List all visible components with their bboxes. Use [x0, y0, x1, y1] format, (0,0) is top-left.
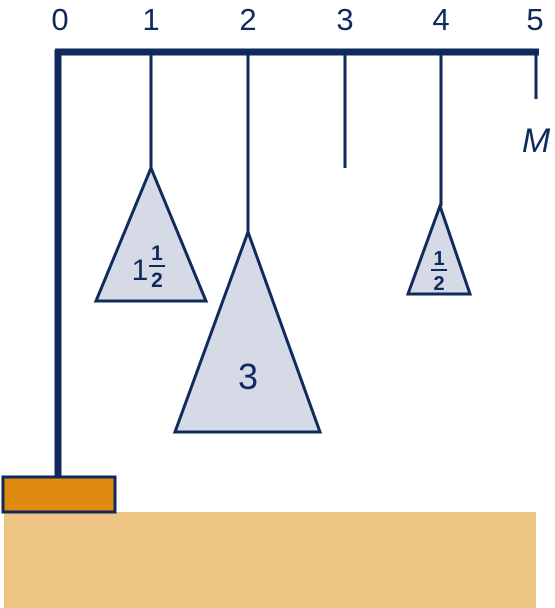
weight-at-2: 3	[172, 227, 323, 434]
label-m: M	[522, 122, 551, 160]
scale-number-0: 0	[51, 2, 68, 37]
scale-number-1: 1	[142, 2, 159, 37]
scale-number-4: 4	[432, 2, 449, 37]
weight-at-1: 1 1 2	[93, 164, 209, 303]
weight-at-4: 1 2	[405, 201, 473, 296]
weight-4-numerator: 1	[433, 248, 444, 270]
scale-number-5: 5	[526, 2, 543, 37]
weight-1-whole: 1	[132, 254, 149, 287]
weight-4-denominator: 2	[433, 273, 444, 295]
table-surface	[4, 512, 536, 608]
weight-2-value: 3	[238, 356, 258, 397]
weight-triangle-2	[172, 227, 323, 434]
scale-number-3: 3	[336, 2, 353, 37]
weight-1-numerator: 1	[151, 242, 163, 265]
scale-number-2: 2	[239, 2, 256, 37]
weight-triangle-4	[405, 201, 473, 296]
weight-triangle-1	[93, 164, 209, 303]
base-block	[1, 475, 117, 514]
weight-1-denominator: 2	[151, 269, 163, 292]
